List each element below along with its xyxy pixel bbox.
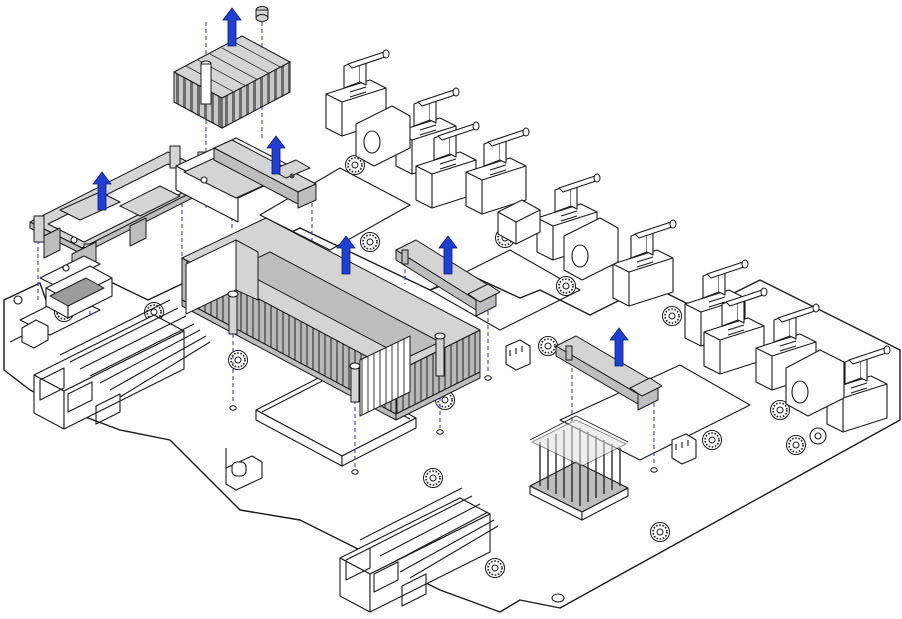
pin-fin-heatsink-icon [173, 35, 291, 129]
standoff-icon [422, 467, 444, 489]
mounting-hole-center [814, 432, 822, 440]
header-connector-icon [9, 319, 697, 465]
silkscreen-outline [429, 249, 581, 331]
standoff-icon [537, 335, 559, 357]
captive-screw-icon [255, 6, 269, 22]
cable-connector-icon [612, 219, 677, 307]
lift-arrow-pin-heatsink-icon [222, 7, 242, 47]
standoff-icon [359, 231, 381, 253]
lift-arrow-center-clip-icon [438, 235, 458, 275]
mounting-hole [13, 295, 23, 305]
standoff-icon [555, 275, 577, 297]
round-connector-icon [355, 105, 845, 417]
standoff-icon [785, 434, 807, 456]
standoff-icon [649, 521, 671, 543]
processor-chip-icon [255, 371, 417, 467]
heatsink-screw-icon [350, 365, 360, 403]
heatsink-screw-icon [228, 293, 238, 335]
sfp-cage-latches [345, 487, 499, 607]
mounting-slot [551, 593, 565, 603]
standoff-icon [227, 349, 249, 371]
heatsink-screw-icon [435, 335, 445, 377]
pin-grid-heatsink-icon [529, 415, 629, 521]
lift-arrow-left-bracket-icon [92, 171, 112, 211]
right-retention-clip [555, 335, 663, 411]
lift-arrow-main-heatsink-icon [336, 235, 356, 275]
heatsink-clip [213, 139, 317, 209]
silkscreen-outline [259, 167, 411, 251]
finned-heatsink-icon [181, 217, 481, 421]
lift-arrow-retainer-icon [266, 135, 286, 175]
block-connector-icon [497, 199, 541, 245]
standoff-icon [484, 557, 506, 579]
standoff-icon [661, 305, 683, 327]
sfp-cage-latches [39, 299, 211, 425]
guide-plate [39, 255, 113, 319]
standoff-icon [701, 429, 723, 451]
lift-arrow-right-clip-icon [609, 327, 629, 367]
retention-clip-icon [225, 448, 263, 491]
